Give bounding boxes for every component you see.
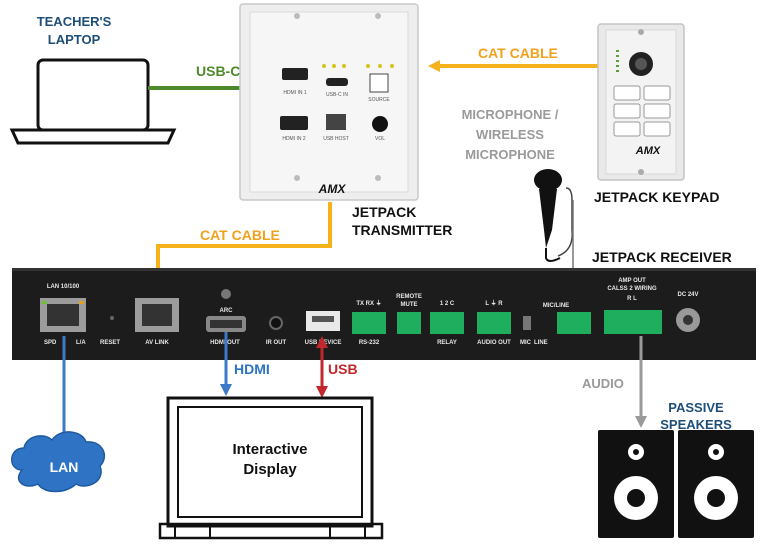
audio-label: AUDIO [582,376,624,391]
tx-usbc-label: USB-C IN [326,92,348,98]
jetpack-transmitter: HDMI IN 1 USB-C IN SOURCE HDMI IN 2 USB … [239,3,419,201]
tx-source-label: SOURCE [368,97,390,103]
usb-c-label: USB-C [196,63,240,79]
laptop-label-line1: TEACHER'S [37,14,112,29]
transmitter-label-line1: JETPACK [352,204,416,220]
usb-label: USB [328,361,358,377]
tx-hdmi1-label: HDMI IN 1 [283,90,307,96]
keypad-label: JETPACK KEYPAD [594,189,720,205]
rx-mic-label: MIC [520,340,532,346]
rx-la-label: L/A [76,340,86,346]
rx-relay-top-label: 1 2 C [440,301,455,307]
microphone-icon [534,169,562,262]
rx-audioout-top-label: L ⏚ R [485,300,503,307]
microphone-cable [557,187,573,257]
rx-amp-rl-label: R L [627,296,637,302]
tx-usbhost-label: USB HOST [323,136,349,142]
cat-cable-top-arrow [428,60,440,72]
microphone-label-line3: MICROPHONE [465,147,555,162]
jetpack-receiver: LAN 10/100 SPD L/A RESET AV LINK ARC HDM… [12,268,756,360]
rx-remote-mute-label-1: REMOTE [396,294,422,300]
tx-hdmi2-label: HDMI IN 2 [282,136,306,142]
laptop-label-line2: LAPTOP [48,32,101,47]
tx-brand-logo: AMX [318,182,347,196]
speaker-right-icon [678,430,754,538]
rx-line-label: LINE [534,340,548,346]
rx-remote-mute-label-2: MUTE [401,302,418,308]
rx-relay-label: RELAY [437,340,457,346]
cat-cable-mid-label: CAT CABLE [200,227,280,243]
usb-cable-arrow-down [316,386,328,398]
rx-lan-label: LAN 10/100 [47,284,80,290]
rx-rs232-label: RS-232 [359,340,380,346]
rx-irout-label: IR OUT [266,340,287,346]
display-label-line2: Display [243,461,297,478]
rx-micline-label: MIC/LINE [543,303,569,309]
rx-ampout-label-2: CALSS 2 WIRING [607,286,657,292]
audio-cable-arrow [635,416,647,428]
lan-label: LAN [50,459,79,475]
speakers-label-line2: SPEAKERS [660,417,732,432]
tx-vol-label: VOL [375,136,385,142]
rx-dc-label: DC 24V [677,292,698,298]
rx-avlink-label: AV LINK [145,340,169,346]
laptop-icon [9,58,177,145]
jetpack-keypad: AMX [597,23,685,181]
speaker-left-icon [598,430,674,538]
microphone-label-line1: MICROPHONE / [462,107,559,122]
rx-arc-label: ARC [220,308,234,314]
usb-cable-arrow-up [316,336,328,348]
microphone-label-line2: WIRELESS [476,127,544,142]
hdmi-label: HDMI [234,361,270,377]
hdmi-cable-arrow [220,384,232,396]
speakers-label-line1: PASSIVE [668,400,724,415]
rx-rs232-top-label: TX RX ⏚ [356,300,381,307]
receiver-label: JETPACK RECEIVER [592,249,732,265]
transmitter-label-line2: TRANSMITTER [352,222,452,238]
rx-audioout-label: AUDIO OUT [477,340,511,346]
display-label-line1: Interactive [232,441,307,458]
lan-cloud-icon [11,431,106,493]
rx-reset-label: RESET [100,340,120,346]
keypad-brand-logo: AMX [635,145,661,157]
rx-ampout-label-1: AMP OUT [618,278,646,284]
rx-spd-label: SPD [44,340,57,346]
cat-cable-top-label: CAT CABLE [478,45,558,61]
interactive-display [158,396,384,540]
